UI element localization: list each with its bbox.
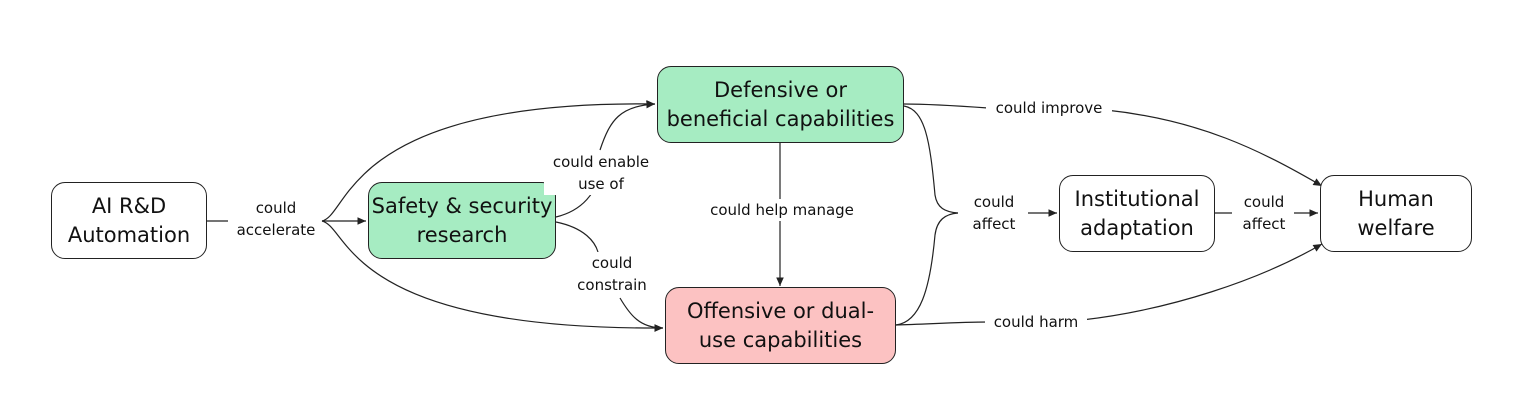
edge-defensive-to-affect bbox=[903, 105, 959, 214]
edge-accelerate-to-offensive bbox=[321, 220, 664, 332]
edge-safety-to-constrain bbox=[555, 221, 599, 253]
label-could-affect-left-line-2: affect bbox=[972, 215, 1016, 233]
label-could-enable-line-1: could enable bbox=[552, 153, 650, 171]
edge-offensive-to-affect bbox=[895, 212, 959, 326]
label-could-constrain-line-1: could bbox=[591, 254, 633, 272]
node-ai-rd-line-1: AI R&D bbox=[91, 193, 167, 218]
label-could-affect-left: could affect bbox=[960, 191, 1028, 235]
node-defensive-line-2: beneficial capabilities bbox=[666, 106, 895, 131]
label-could-accelerate: could accelerate bbox=[231, 197, 321, 241]
node-defensive-line-1: Defensive or bbox=[714, 77, 847, 102]
node-offensive-line-2: use capabilities bbox=[698, 327, 863, 352]
node-institutional-adaptation: Institutional adaptation bbox=[1059, 175, 1215, 252]
label-could-help-manage-text: could help manage bbox=[710, 201, 854, 219]
label-could-constrain-line-2: constrain bbox=[577, 276, 647, 294]
edge-accelerate-to-defensive bbox=[321, 100, 656, 222]
edge-harm-to-human bbox=[1081, 243, 1323, 321]
edge-constrain-to-offensive bbox=[619, 297, 664, 332]
node-institutional-line-1: Institutional bbox=[1074, 186, 1200, 211]
node-defensive-capabilities: Defensive or beneficial capabilities bbox=[657, 66, 904, 143]
edge-offensive-to-harm bbox=[895, 321, 989, 326]
label-could-affect-right-line-1: could bbox=[1243, 193, 1285, 211]
label-could-affect-left-line-1: could bbox=[973, 193, 1015, 211]
node-human-welfare: Human welfare bbox=[1320, 175, 1472, 252]
label-could-harm-text: could harm bbox=[993, 313, 1079, 331]
label-could-affect-right-line-2: affect bbox=[1242, 215, 1286, 233]
node-offensive-capabilities: Offensive or dual-use capabilities bbox=[665, 287, 896, 364]
edge-enable-to-defensive bbox=[599, 100, 656, 151]
node-ai-rd-automation: AI R&D Automation bbox=[51, 182, 207, 259]
label-could-help-manage: could help manage bbox=[698, 199, 866, 221]
label-could-affect-right: could affect bbox=[1234, 191, 1294, 235]
label-could-accelerate-line-1: could bbox=[255, 199, 297, 217]
label-could-improve-text: could improve bbox=[995, 99, 1103, 117]
label-could-enable-use-of: could enable use of bbox=[544, 151, 658, 195]
node-safety-line-1: Safety & security bbox=[371, 193, 553, 218]
node-institutional-line-2: adaptation bbox=[1080, 215, 1194, 240]
node-ai-rd-line-2: Automation bbox=[67, 222, 191, 247]
label-could-harm: could harm bbox=[985, 311, 1087, 333]
label-could-constrain: could constrain bbox=[565, 252, 659, 296]
edge-improve-to-human bbox=[1105, 109, 1323, 187]
node-safety-security-research: Safety & security research bbox=[368, 182, 556, 259]
edge-defensive-to-improve bbox=[903, 103, 989, 109]
node-safety-line-2: research bbox=[416, 222, 508, 247]
node-human-line-2: welfare bbox=[1357, 215, 1435, 240]
label-could-improve: could improve bbox=[986, 97, 1112, 119]
node-offensive-line-1: Offensive or dual- bbox=[686, 298, 875, 323]
label-could-enable-line-2: use of bbox=[578, 175, 624, 193]
node-human-line-1: Human bbox=[1358, 186, 1434, 211]
label-could-accelerate-line-2: accelerate bbox=[236, 221, 316, 239]
